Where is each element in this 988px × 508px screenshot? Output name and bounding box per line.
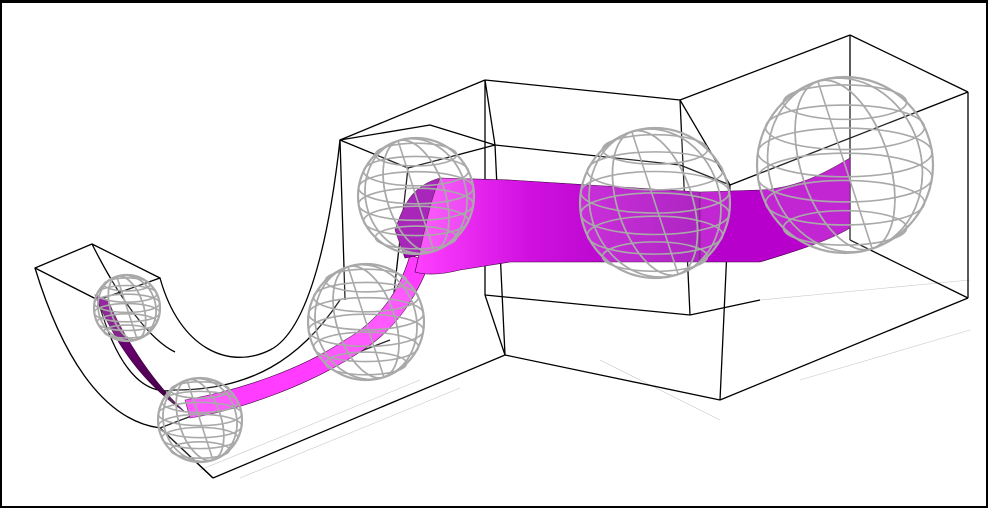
sphere-2	[156, 376, 244, 464]
sphere-1-latitude	[93, 293, 161, 314]
sphere-3-longitude	[314, 263, 418, 381]
sphere-3-latitude	[324, 351, 408, 376]
sphere-5-latitude	[601, 133, 709, 165]
sphere-5-latitude	[586, 215, 724, 255]
sphere-3-latitude	[312, 331, 420, 363]
sphere-6-latitude	[757, 152, 933, 203]
sphere-3-latitude	[312, 281, 420, 313]
sphere-2-latitude	[157, 401, 243, 427]
wireframe-spheres	[92, 75, 935, 464]
sphere-3-latitude	[307, 296, 425, 331]
sphere-2-latitude	[157, 413, 243, 439]
sphere-5-longitude	[588, 128, 722, 278]
sphere-2-longitude	[162, 377, 238, 463]
sphere-5-latitude	[586, 151, 724, 191]
sphere-1-latitude	[96, 284, 158, 304]
sphere-1-longitude	[97, 274, 157, 342]
sphere-5-latitude	[579, 192, 731, 236]
sphere-4-latitude	[374, 142, 458, 167]
sphere-2-latitude	[169, 380, 231, 400]
bend-arc-bottom	[97, 299, 341, 392]
sphere-4-latitude	[362, 155, 470, 187]
sphere-5	[578, 126, 732, 280]
sphere-4-longitude	[364, 137, 468, 255]
sphere-4	[356, 136, 476, 256]
sphere-1-latitude	[96, 312, 158, 332]
sphere-4-latitude	[374, 225, 458, 250]
bend-outer-wall	[34, 267, 214, 479]
sphere-6	[755, 75, 935, 255]
sphere-6-longitude	[766, 77, 924, 253]
sphere-6-latitude	[782, 84, 908, 121]
hatching	[199, 279, 971, 479]
sphere-5-outline	[578, 126, 732, 280]
sphere-1-latitude	[93, 302, 161, 323]
sphere-5-latitude	[601, 241, 709, 273]
sphere-3-latitude	[324, 268, 408, 293]
bend-arc-top	[159, 139, 341, 358]
sphere-3-latitude	[307, 313, 425, 348]
sphere-6-latitude	[782, 209, 908, 246]
sphere-6-latitude	[764, 104, 926, 151]
sphere-2-latitude	[161, 390, 239, 414]
sphere-1	[92, 273, 162, 343]
sphere-2-latitude	[169, 440, 231, 460]
sphere-3	[306, 262, 426, 382]
ribbon-surface	[94, 157, 851, 419]
sphere-4-latitude	[357, 170, 475, 205]
sphere-5-latitude	[579, 170, 731, 214]
ribbon-straight	[414, 177, 701, 275]
sphere-4-latitude	[362, 205, 470, 237]
sphere-4-latitude	[357, 187, 475, 222]
ribbon-right	[699, 157, 851, 263]
sphere-6-outline	[755, 75, 935, 255]
sphere-6-latitude	[757, 127, 933, 178]
sphere-6-latitude	[764, 179, 926, 226]
sphere-2-latitude	[161, 426, 239, 450]
